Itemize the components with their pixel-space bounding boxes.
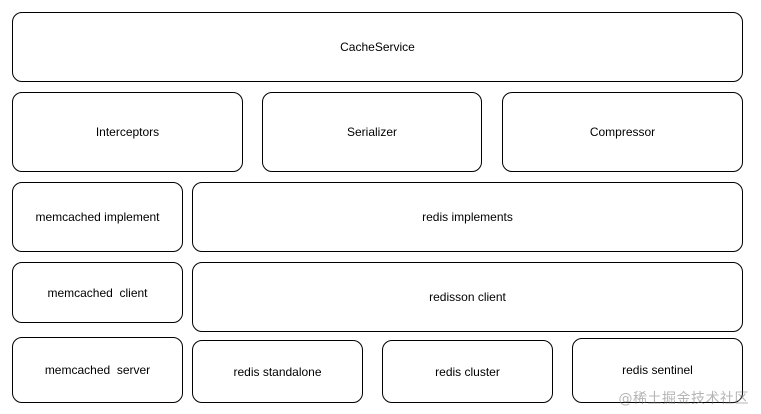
memcached-client-box: memcached client [12,262,183,323]
memcached-implement-label: memcached implement [35,210,160,224]
memcached-server-box: memcached server [12,337,183,403]
redis-cluster-label: redis cluster [435,364,500,379]
redisson-client-box: redisson client [192,262,743,332]
interceptors-box: Interceptors [12,92,243,172]
redis-implements-box: redis implements [192,182,743,252]
compressor-label: Compressor [589,125,656,139]
redis-standalone-box: redis standalone [192,340,363,403]
redis-implements-label: redis implements [422,210,513,224]
memcached-client-label: memcached client [47,286,148,300]
memcached-server-label: memcached server [44,363,151,377]
redis-cluster-box: redis cluster [382,340,553,403]
cache-service-box: CacheService [12,12,743,82]
cache-service-label: CacheService [340,40,415,54]
serializer-label: Serializer [346,125,397,139]
interceptors-label: Interceptors [95,125,160,139]
compressor-box: Compressor [502,92,743,172]
watermark: @稀土掘金技术社区 [618,391,749,407]
redis-standalone-label: redis standalone [233,364,322,379]
redis-sentinel-box: redis sentinel [572,338,743,403]
redis-sentinel-label: redis sentinel [622,363,693,377]
memcached-implement-box: memcached implement [12,182,183,252]
serializer-box: Serializer [262,92,482,172]
redisson-client-label: redisson client [429,290,506,304]
